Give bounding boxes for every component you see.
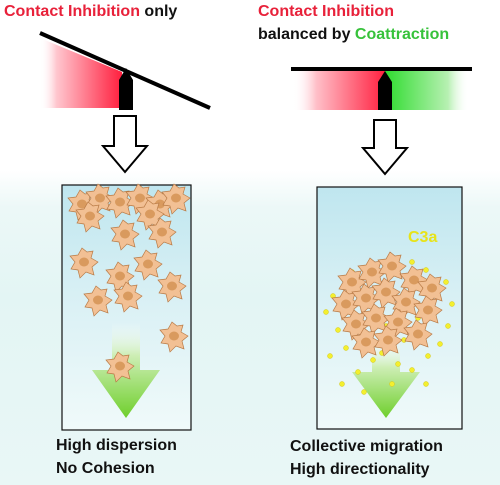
left-caption-line1: High dispersion — [56, 437, 177, 454]
left-down-arrow-icon — [100, 115, 150, 174]
right-title-line2: balanced by Coattraction — [258, 25, 449, 44]
left-caption-line2: No Cohesion — [56, 460, 155, 477]
c3a-label: C3a — [408, 229, 438, 246]
left-title-only: only — [139, 3, 178, 20]
right-seesaw — [291, 67, 472, 110]
right-title-balanced-by: balanced by — [258, 26, 355, 43]
left-title: Contact Inhibition only — [4, 2, 177, 21]
right-repulsion-gradient — [293, 70, 385, 110]
right-fulcrum — [378, 71, 392, 110]
right-coattraction-gradient — [385, 70, 469, 110]
right-caption-line1: Collective migration — [290, 438, 443, 455]
left-repulsion-gradient — [40, 38, 122, 108]
right-title-coattraction: Coattraction — [354, 26, 450, 43]
right-down-arrow-icon — [360, 119, 410, 176]
right-chamber — [316, 186, 463, 430]
right-caption-line2: High directionality — [290, 461, 430, 478]
left-fulcrum — [119, 68, 133, 110]
right-migration-arrow — [352, 340, 420, 418]
right-title-line1: Contact Inhibition — [258, 2, 394, 21]
left-title-contact-inhibition: Contact Inhibition — [4, 3, 140, 20]
right-title-contact-inhibition: Contact Inhibition — [258, 3, 394, 20]
right-c3a-dots — [323, 259, 455, 395]
left-seesaw — [39, 31, 211, 110]
left-chamber — [61, 183, 192, 431]
